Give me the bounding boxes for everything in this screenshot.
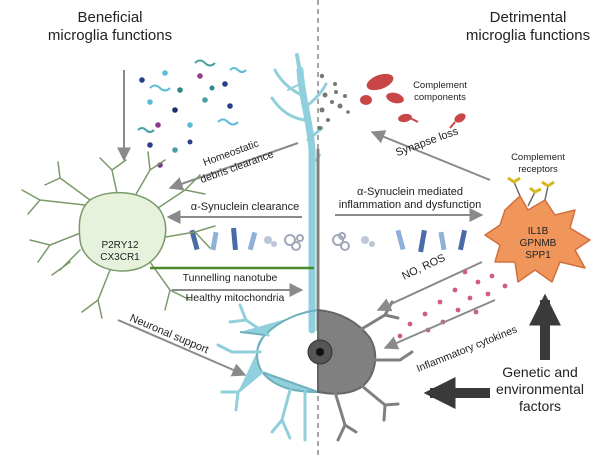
neuron-dendrite-top bbox=[270, 53, 328, 334]
cytokines-arrow bbox=[383, 299, 496, 350]
left-marker-1: P2RY12 bbox=[101, 240, 139, 251]
syn-clearance-label: α-Synuclein clearance bbox=[191, 201, 299, 213]
complement-receptors bbox=[507, 176, 555, 207]
synuclein-fibrils-left bbox=[189, 227, 304, 251]
homeostatic-microglia bbox=[21, 151, 216, 319]
homeostatic-microglia-body bbox=[78, 191, 167, 272]
syn-mediated-label-1: α-Synuclein mediated bbox=[357, 186, 463, 198]
right-title-line1: Detrimental bbox=[490, 9, 567, 26]
left-title-line1: Beneficial bbox=[77, 9, 142, 26]
tunnelling-label: Tunnelling nanotube bbox=[183, 272, 278, 284]
syn-mediated-label-2: inflammation and dysfunction bbox=[339, 199, 481, 211]
right-marker-2: GPNMB bbox=[520, 238, 557, 249]
cytokine-particles bbox=[397, 269, 508, 339]
no-ros-label: NO, ROS bbox=[400, 252, 447, 283]
neuron-nucleolus bbox=[316, 348, 324, 356]
right-title-line2: microglia functions bbox=[466, 27, 590, 44]
neuronal-support-arrow bbox=[117, 319, 247, 377]
right-marker-3: SPP1 bbox=[525, 250, 551, 261]
complement-receptors-label-1: Complement bbox=[511, 152, 565, 163]
genetic-label-3: factors bbox=[519, 398, 561, 414]
homeostatic-arrow bbox=[168, 142, 299, 191]
synuclein-fibrils-right bbox=[332, 229, 468, 253]
synapse-loss-arrow bbox=[370, 130, 491, 181]
left-title-line2: microglia functions bbox=[48, 27, 172, 44]
neuron-soma-diseased bbox=[317, 300, 414, 442]
reactive-microglia bbox=[484, 195, 591, 283]
right-marker-1: IL1B bbox=[528, 226, 549, 237]
genetic-label-1: Genetic and bbox=[502, 364, 578, 380]
debris-particles bbox=[137, 59, 247, 168]
complement-components-label-1: Complement bbox=[413, 80, 467, 91]
degenerating-synapses bbox=[318, 73, 350, 130]
complement-components bbox=[360, 73, 466, 129]
complement-receptors-label-2: receptors bbox=[518, 164, 558, 175]
complement-components-label-2: components bbox=[414, 92, 466, 103]
left-marker-2: CX3CR1 bbox=[100, 252, 140, 263]
healthy-mito-label: Healthy mitochondria bbox=[186, 292, 285, 304]
neuronal-support-label: Neuronal support bbox=[128, 312, 210, 356]
genetic-label-2: environmental bbox=[496, 381, 584, 397]
neuron-soma-healthy bbox=[216, 303, 319, 442]
